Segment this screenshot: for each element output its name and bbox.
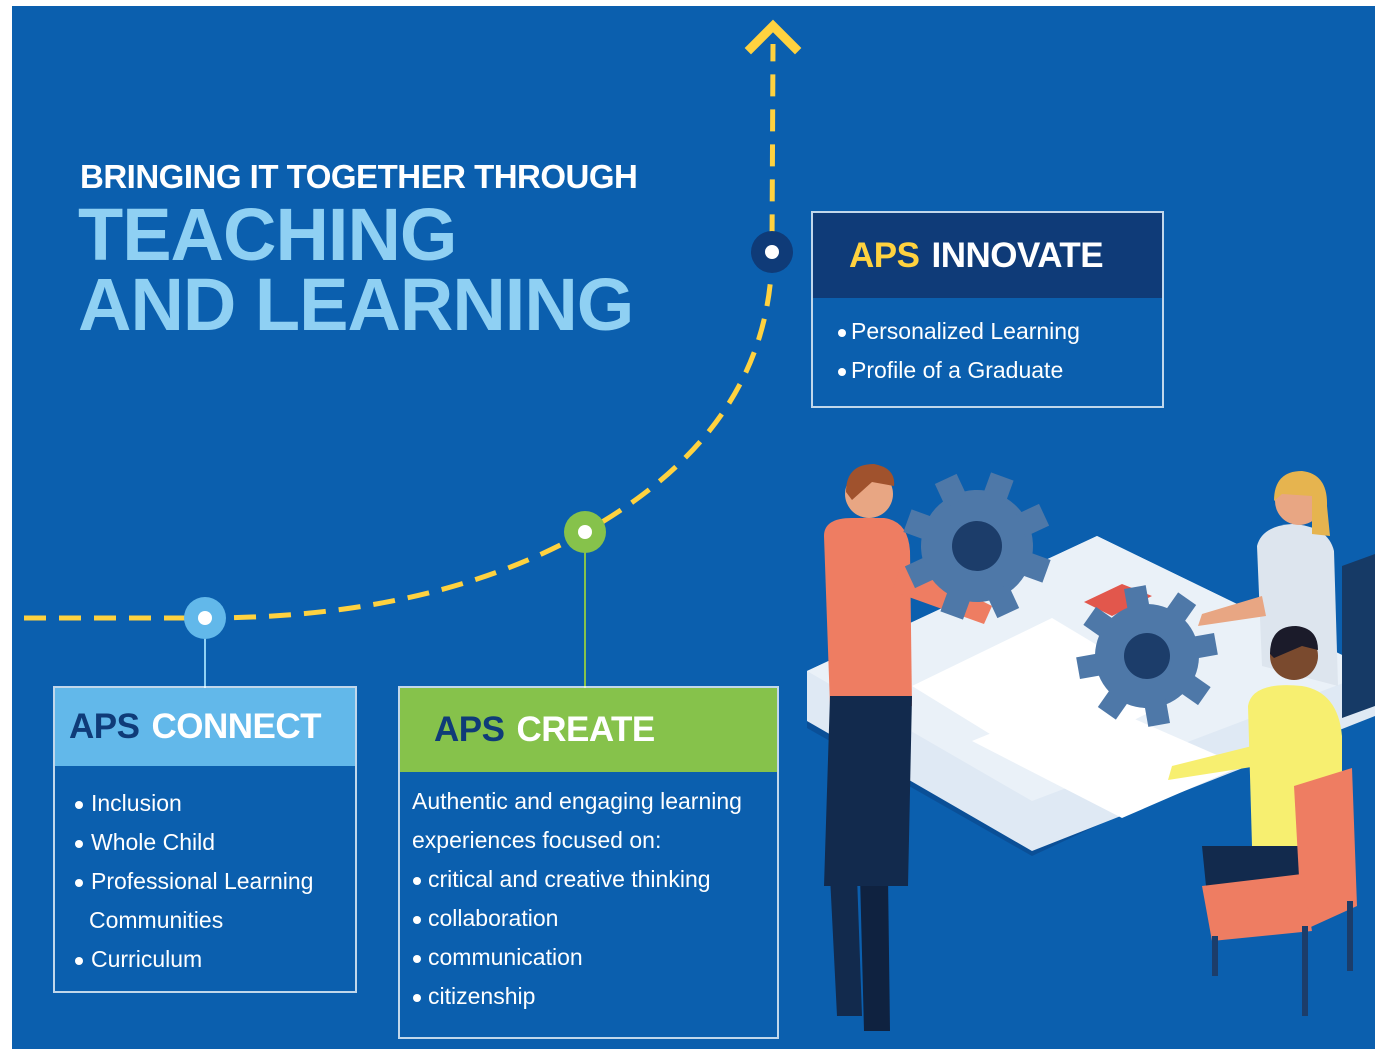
aps-create-list: Authentic and engaging learning experien… [400,782,777,1016]
list-item: collaboration [400,899,777,938]
list-item: Whole Child [55,823,355,862]
aps-connect-name: CONNECT [151,707,322,746]
aps-connect-prefix: APS [69,707,140,746]
illustration-layer [24,19,1375,1031]
aps-create-header: APS CREATE [400,688,777,772]
create-intro-line2: experiences focused on: [412,827,662,853]
page-title-line2: AND LEARNING [78,263,634,346]
aps-connect-header: APS CONNECT [55,688,355,766]
list-item: Inclusion [55,784,355,823]
milestone-node-connect-icon [184,597,226,639]
aps-innovate-header: APS INNOVATE [813,213,1162,298]
list-item: communication [400,938,777,977]
aps-connect-box: APS CONNECT Inclusion Whole Child Profes… [53,686,357,993]
aps-innovate-list: Personalized Learning Profile of a Gradu… [813,312,1162,390]
aps-create-box: APS CREATE Authentic and engaging learni… [398,686,779,1039]
list-item: Profile of a Graduate [813,351,1162,390]
gear-icon [903,472,1051,620]
list-item: Curriculum [55,940,355,979]
aps-innovate-box: APS INNOVATE Personalized Learning Profi… [811,211,1164,408]
arrow-up-icon [744,19,802,55]
list-item: Professional Learning [55,862,355,901]
list-item: critical and creative thinking [400,860,777,899]
aps-innovate-prefix: APS [849,235,920,275]
milestone-node-create-icon [564,511,606,553]
list-item: citizenship [400,977,777,1016]
infographic-panel: BRINGING IT TOGETHER THROUGH TEACHING AN… [12,6,1375,1049]
aps-create-prefix: APS [434,710,505,749]
aps-create-name: CREATE [516,710,655,749]
gear-icon [1076,585,1218,727]
milestone-node-innovate-icon [751,231,793,273]
page-title-line1: TEACHING [78,193,457,276]
aps-innovate-name: INNOVATE [931,235,1104,275]
people-at-table-illustration [807,464,1375,1031]
list-item: Personalized Learning [813,312,1162,351]
create-intro-line1: Authentic and engaging learning [412,788,742,814]
list-item-continuation: Communities [89,907,224,933]
aps-connect-list: Inclusion Whole Child Professional Learn… [55,784,355,979]
subtitle-kicker: BRINGING IT TOGETHER THROUGH [80,158,638,195]
